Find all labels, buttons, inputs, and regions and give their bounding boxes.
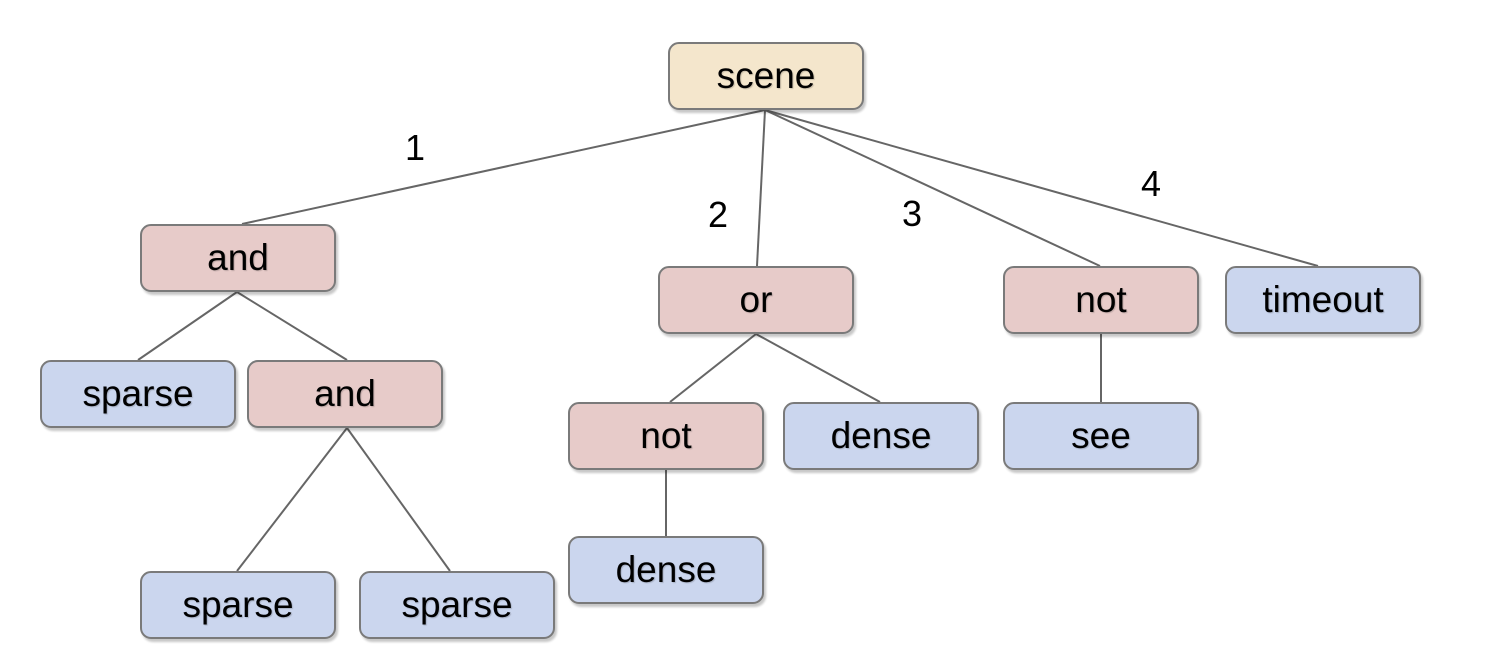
edge-scene-not	[764, 109, 1101, 267]
node-and-1: and	[140, 224, 336, 292]
edge-and2-sparse3	[346, 427, 451, 572]
node-not-1: not	[1003, 266, 1199, 334]
node-label: sparse	[401, 584, 513, 625]
node-see: see	[1003, 402, 1199, 470]
node-scene: scene	[668, 42, 864, 110]
node-label: dense	[615, 549, 717, 590]
edge-label-2: 2	[707, 194, 729, 235]
edge-scene-timeout	[764, 109, 1319, 267]
node-label: sparse	[82, 373, 194, 414]
node-label: not	[640, 415, 692, 456]
node-sparse-1: sparse	[40, 360, 236, 428]
node-label: and	[207, 237, 269, 278]
edge-scene-or	[756, 109, 766, 267]
edge-label-3: 3	[901, 193, 923, 234]
node-sparse-2: sparse	[140, 571, 336, 639]
edge-and1-and2	[236, 291, 348, 361]
edge-or-not2	[669, 333, 757, 403]
node-and-2: and	[247, 360, 443, 428]
node-or-1: or	[658, 266, 854, 334]
node-dense-2: dense	[568, 536, 764, 604]
edge-and1-sparse1	[137, 291, 238, 361]
edge-or-dense1	[755, 333, 881, 403]
edge-scene-and	[241, 109, 766, 225]
node-label: scene	[716, 55, 816, 96]
node-not-2: not	[568, 402, 764, 470]
node-label: sparse	[182, 584, 294, 625]
node-label: and	[314, 373, 376, 414]
node-label: timeout	[1262, 279, 1384, 320]
node-label: or	[739, 279, 773, 320]
edge-and2-sparse2	[236, 427, 348, 572]
node-label: dense	[830, 415, 932, 456]
node-label: not	[1075, 279, 1127, 320]
edge-label-1: 1	[404, 127, 426, 168]
node-sparse-3: sparse	[359, 571, 555, 639]
node-label: see	[1071, 415, 1131, 456]
node-dense-1: dense	[783, 402, 979, 470]
node-timeout: timeout	[1225, 266, 1421, 334]
edge-label-4: 4	[1140, 163, 1162, 204]
